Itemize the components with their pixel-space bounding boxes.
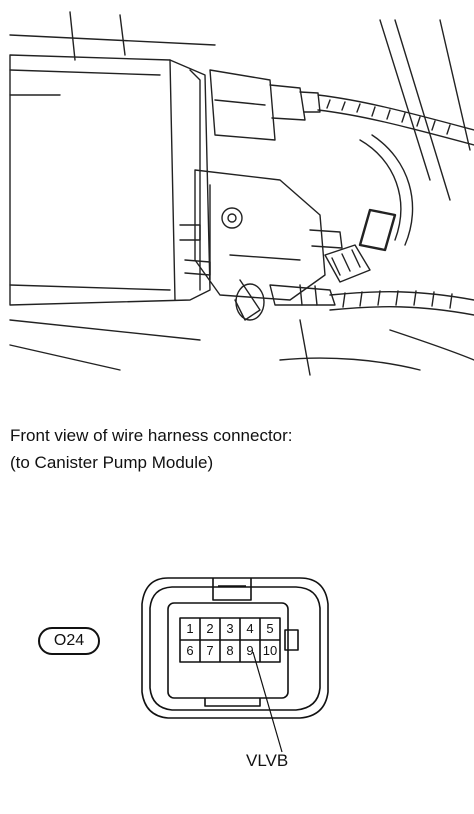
pin-number: 3 [226, 621, 234, 636]
pin-callout-label: VLVB [246, 751, 289, 770]
pin-number: 10 [262, 643, 278, 658]
pin-number: 6 [186, 643, 194, 658]
pin-number: 2 [206, 621, 214, 636]
canister-pump-illustration [9, 11, 474, 376]
pin-number: 4 [246, 621, 254, 636]
connector-caption-line2: (to Canister Pump Module) [10, 453, 214, 472]
pin-number: 9 [246, 643, 254, 658]
connector-code-badge: O24 [38, 627, 100, 655]
connector-caption-line1: Front view of wire harness connector: [10, 426, 293, 445]
pin-number: 5 [266, 621, 274, 636]
pin-number: 8 [226, 643, 234, 658]
connector-face-diagram [141, 577, 329, 753]
pin-number: 7 [206, 643, 214, 658]
pin-number: 1 [186, 621, 194, 636]
